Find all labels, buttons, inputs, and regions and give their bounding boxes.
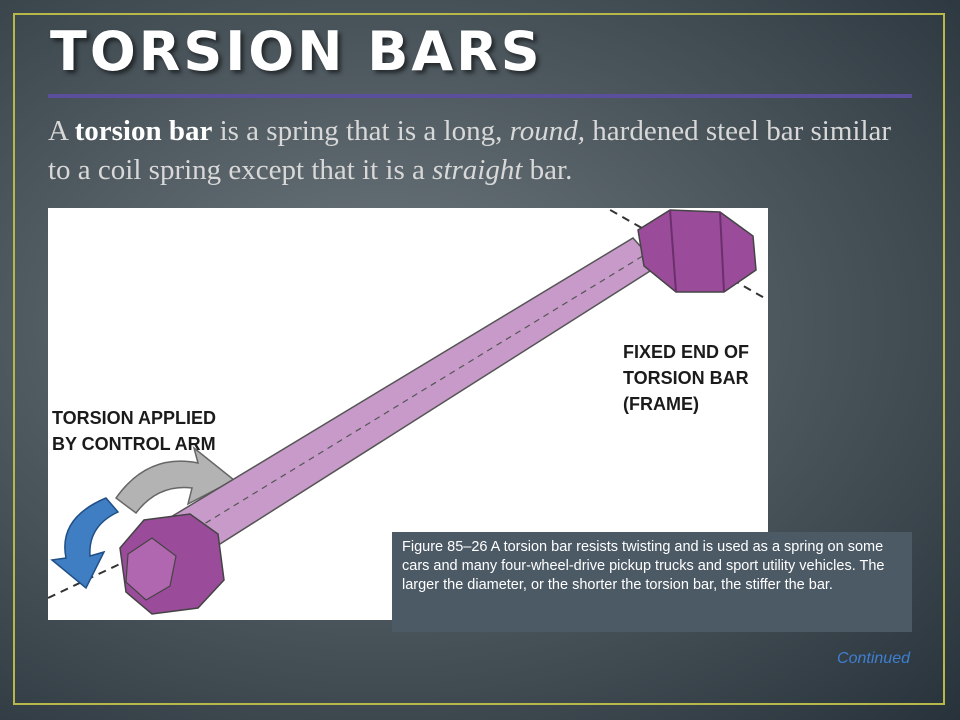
intro-emph-straight: straight bbox=[432, 154, 523, 186]
intro-text-1: A bbox=[48, 115, 75, 147]
blue-rotation-arrow bbox=[50, 497, 120, 590]
gray-rotation-arrow bbox=[114, 445, 236, 515]
intro-paragraph: A torsion bar is a spring that is a long… bbox=[48, 112, 908, 190]
continued-label: Continued bbox=[837, 650, 910, 667]
label-applied-1: TORSION APPLIED bbox=[52, 408, 216, 428]
intro-text-3: hardened steel bar similar to a coil spr… bbox=[48, 115, 892, 186]
intro-text-4: bar. bbox=[522, 154, 573, 186]
fixed-end-hex bbox=[637, 209, 757, 293]
torsion-bar-shaft bbox=[154, 237, 660, 559]
label-applied-2: BY CONTROL ARM bbox=[52, 434, 216, 454]
slide-frame bbox=[13, 13, 945, 705]
label-fixed-1: FIXED END OF bbox=[623, 342, 749, 362]
hex-face bbox=[125, 537, 177, 601]
torsion-bar-diagram: FIXED END OF TORSION BAR (FRAME) TORSION… bbox=[48, 208, 768, 615]
intro-emph-round: round, bbox=[509, 115, 586, 147]
figure-caption: Figure 85–26 A torsion bar resists twist… bbox=[392, 532, 912, 632]
label-fixed-3: (FRAME) bbox=[623, 394, 699, 414]
intro-text-2: is a spring that is a long, bbox=[212, 115, 510, 147]
intro-term: torsion bar bbox=[74, 115, 213, 147]
title-underline bbox=[48, 94, 912, 98]
bar-centerline bbox=[167, 253, 647, 547]
label-fixed-2: TORSION BAR bbox=[623, 368, 749, 388]
slide-title: TORSION BARS bbox=[50, 20, 543, 83]
axis-dash-upper bbox=[604, 208, 768, 301]
